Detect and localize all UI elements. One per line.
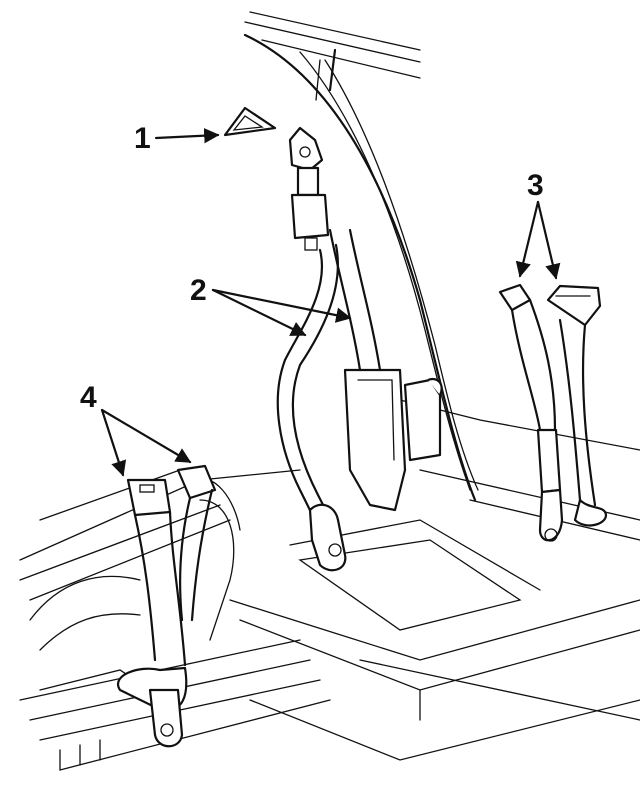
leader-arrow-2a [211,288,307,337]
part-2-front-belt [276,126,443,572]
leader-arrow-3b [536,200,561,280]
callout-1: 1 [134,122,220,155]
callout-4: 4 [80,381,192,477]
callout-label-1: 1 [134,122,151,155]
part-3-rear-belt-buckle [498,283,608,542]
leader-arrow-4b [100,408,192,464]
callout-3: 3 [515,169,561,280]
callout-label-4: 4 [80,381,97,414]
leader-arrow-3a [515,200,540,278]
leader-arrow-2b [211,288,352,323]
leader-arrow-4a [100,408,127,477]
leader-arrow-1 [154,127,220,144]
callout-label-2: 2 [190,274,207,307]
part-4-front-buckle [116,464,217,748]
part-1-trim-cover [223,106,277,137]
callout-2: 2 [190,274,352,337]
callout-label-3: 3 [527,169,544,202]
vehicle-body [19,11,640,771]
